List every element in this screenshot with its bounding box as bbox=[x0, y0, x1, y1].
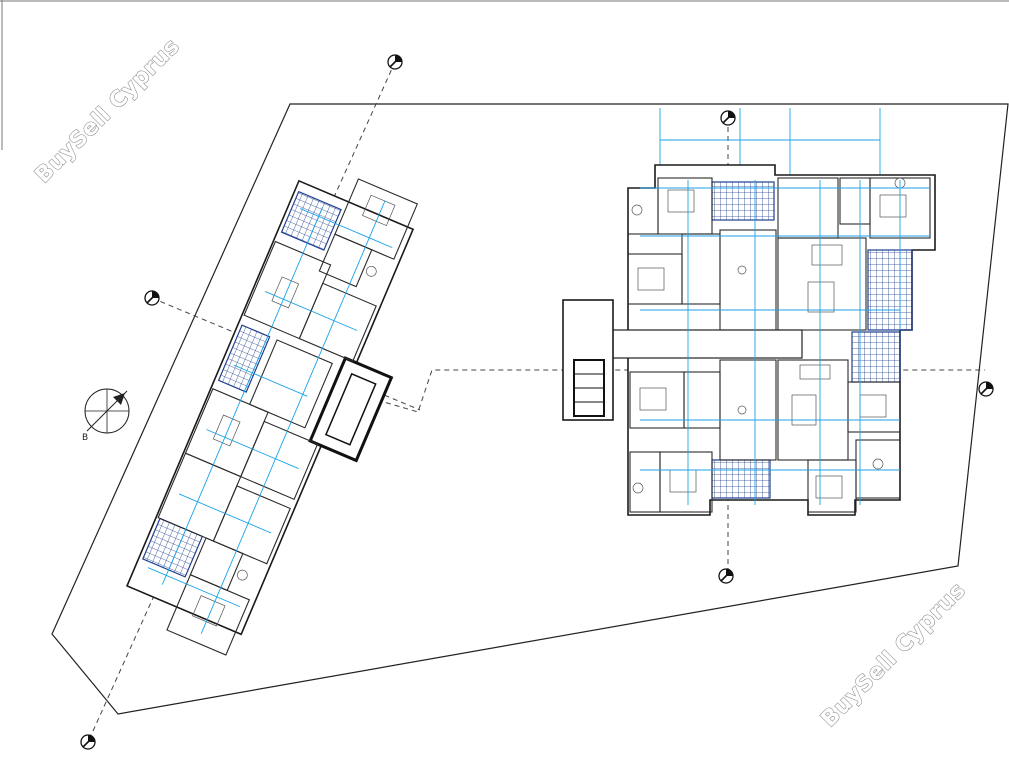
bed bbox=[637, 267, 665, 291]
plot-boundary bbox=[51, 103, 1009, 715]
kitchen-sink bbox=[737, 265, 747, 275]
room bbox=[248, 339, 333, 429]
bed bbox=[362, 194, 396, 227]
dimension-line bbox=[200, 200, 386, 634]
left-building bbox=[125, 178, 419, 656]
room bbox=[855, 439, 901, 499]
room bbox=[777, 237, 867, 331]
toilet bbox=[365, 265, 377, 277]
grid-marker-icon bbox=[144, 290, 160, 306]
room bbox=[166, 574, 251, 656]
table bbox=[271, 276, 300, 309]
stair-hatch bbox=[851, 331, 901, 383]
grid-marker-icon bbox=[978, 381, 994, 397]
dimension-line bbox=[300, 208, 393, 249]
dimension-line bbox=[161, 207, 323, 585]
room bbox=[318, 233, 373, 288]
sofa bbox=[799, 364, 831, 380]
toilet bbox=[872, 458, 884, 470]
room bbox=[719, 229, 777, 331]
dimension-line bbox=[206, 429, 299, 469]
central-corridor bbox=[601, 329, 803, 359]
bed bbox=[192, 595, 226, 627]
dimension-line bbox=[178, 493, 272, 534]
toilet bbox=[237, 569, 248, 581]
dimension-line bbox=[264, 290, 358, 331]
right-building bbox=[562, 108, 936, 516]
grid-marker-icon bbox=[718, 568, 734, 584]
left-core-inner bbox=[324, 372, 377, 446]
room bbox=[847, 381, 901, 433]
north-arrow-icon bbox=[84, 388, 130, 434]
sofa bbox=[811, 244, 843, 266]
stair-hatch bbox=[711, 459, 771, 499]
left-core-shaft bbox=[308, 356, 394, 463]
grid-marker-icon bbox=[80, 734, 96, 750]
bed bbox=[815, 475, 843, 499]
watermark-top-left: BuySell Cyprus bbox=[31, 34, 185, 188]
table bbox=[212, 414, 241, 447]
bed bbox=[667, 189, 695, 213]
stair-hatch-mid bbox=[217, 324, 271, 393]
compass-letter: B bbox=[82, 433, 88, 443]
bed bbox=[879, 194, 907, 218]
toilet bbox=[632, 482, 644, 494]
room bbox=[719, 359, 777, 461]
room bbox=[659, 451, 713, 513]
toilet bbox=[631, 204, 643, 216]
dimension-line bbox=[147, 567, 241, 608]
stair-hatch bbox=[867, 249, 913, 331]
bed bbox=[639, 387, 667, 411]
dining-table bbox=[807, 281, 835, 313]
kitchen-sink bbox=[737, 405, 747, 415]
dining-table bbox=[791, 394, 817, 426]
watermark-bottom-right: BuySell Cyprus bbox=[817, 578, 971, 732]
dimension-line bbox=[233, 364, 308, 397]
grid-marker-icon bbox=[387, 54, 403, 70]
grid-marker-icon bbox=[720, 110, 736, 126]
stair-hatch-top bbox=[280, 190, 342, 251]
